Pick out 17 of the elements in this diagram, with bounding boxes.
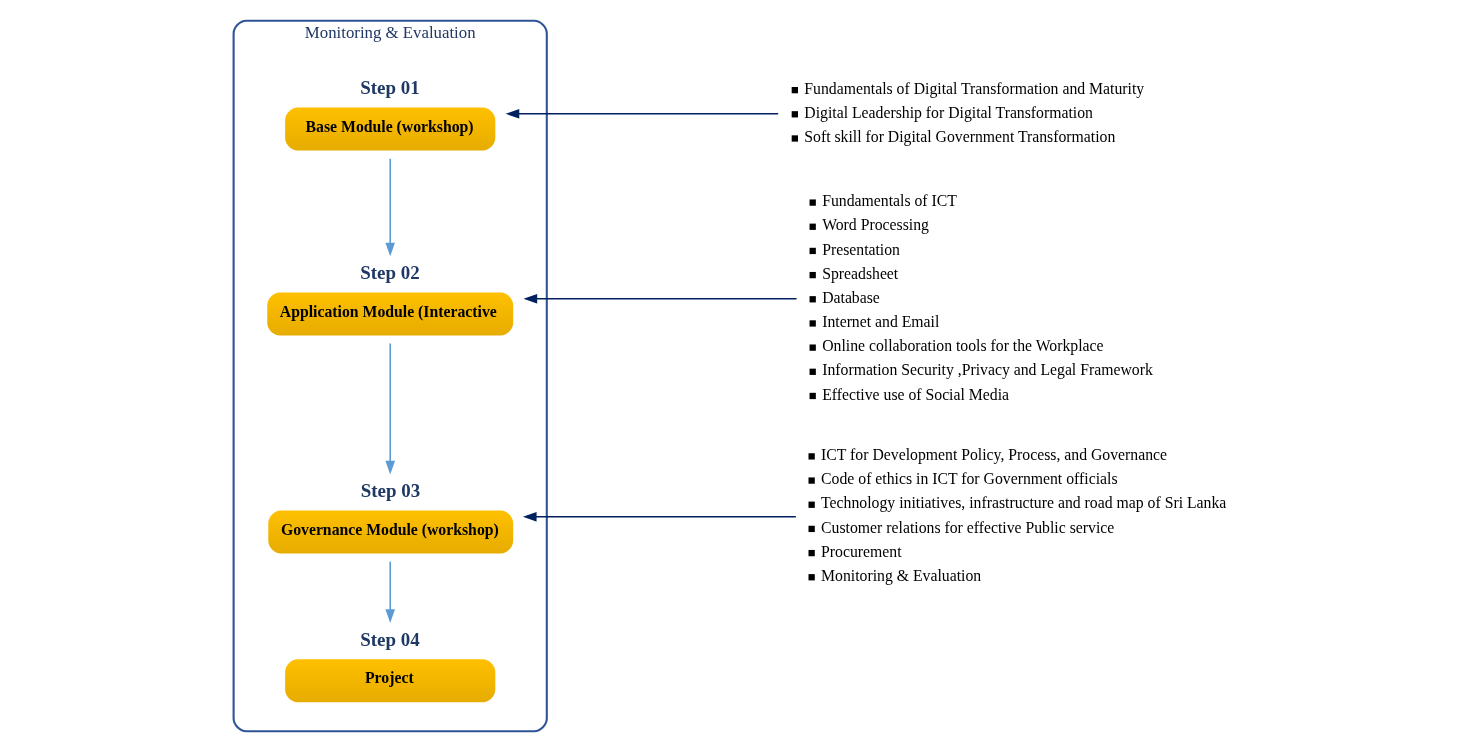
node-box: Governance Module (workshop): [267, 510, 513, 554]
node-label: Step 03: [360, 480, 420, 502]
node-text: Fundamentals of ICT Word Processing Presentation Spreadsheet Database Internet and Email Online collaboration tools for the Workplace Information Security ,Privacy and Legal Framework Effective use of Social Media: [821, 192, 1153, 403]
node-label: Step 02: [359, 262, 420, 284]
node-box: Project: [284, 659, 495, 703]
arrow: [384, 157, 395, 257]
node-label: Step 04: [359, 628, 420, 650]
arrow: [505, 109, 779, 119]
arrow: [522, 512, 797, 522]
arrow: [384, 561, 395, 623]
node-text: Fundamentals of Digital Transformation and Maturity Digital Leadership for Digital Transformation Soft skill for Digital Government Transformation: [803, 79, 1144, 146]
node-box: Application Module (Interactive: [266, 292, 513, 336]
arrow: [384, 342, 395, 475]
node-box: Base Module (workshop): [284, 107, 495, 151]
arrow: [523, 293, 797, 304]
node-text: ICT for Development Policy, Process, and Governance Code of ethics in ICT for Government officials Technology initiatives, infrastructure and road map of Sri Lanka Customer relations for effective Public service Procurement Monitoring & Evaluation: [820, 446, 1226, 584]
node-label: Step 01: [359, 77, 420, 99]
